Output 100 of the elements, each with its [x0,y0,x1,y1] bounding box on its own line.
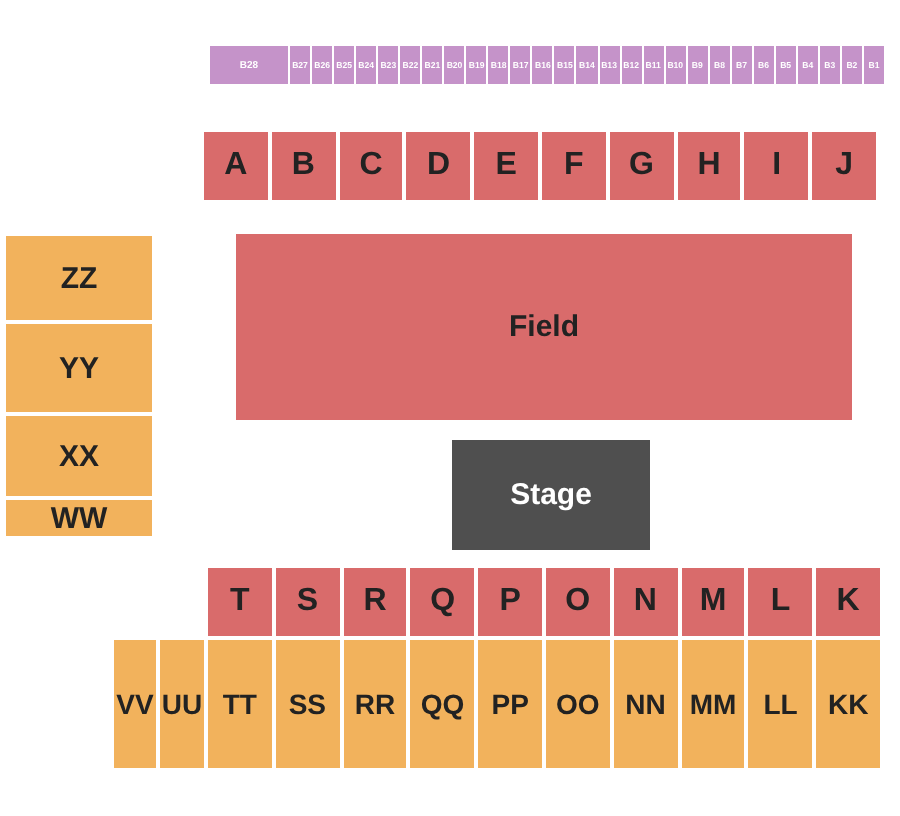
seating-section [6,324,152,412]
seating-section [271,132,336,200]
stage-area [452,440,650,550]
seating-section [665,46,686,84]
seating-section [406,132,471,200]
section-label: D [427,148,451,184]
seating-section [422,46,443,84]
section-label: L [770,584,791,620]
seating-section [204,132,268,200]
section-label: WW [50,501,108,535]
seating-section [863,46,884,84]
section-label: QQ [420,688,465,720]
seating-section [753,46,774,84]
section-label: C [359,148,383,184]
seating-section [312,46,333,84]
seating-section [613,640,678,768]
seating-section [775,46,796,84]
seating-section [731,46,752,84]
seating-section [841,46,862,84]
seating-section [160,640,204,768]
seating-section [576,46,597,84]
seating-section [6,236,152,320]
seating-section [546,640,610,768]
section-label: P [499,584,521,620]
section-label: VV [116,688,154,720]
seating-section [275,640,340,768]
section-label: A [224,148,248,184]
seating-section [410,640,475,768]
section-label: Field [508,310,579,344]
seating-section [687,46,708,84]
seating-section [816,568,880,636]
section-label: UU [161,688,203,720]
section-label: I [772,148,782,184]
seating-section [210,46,288,84]
section-label: N [633,584,657,620]
seating-section [744,132,809,200]
seating-section [290,46,311,84]
section-label: G [628,148,654,184]
section-label: O [565,584,591,620]
seating-section [812,132,876,200]
seating-section [400,46,421,84]
seating-section [343,640,407,768]
seating-section [208,640,272,768]
seating-section [6,500,152,536]
seating-section [478,568,542,636]
seating-section [613,568,678,636]
seating-section [819,46,840,84]
seating-section [334,46,355,84]
seating-section [816,640,880,768]
seating-section [444,46,465,84]
section-label: ZZ [60,261,98,295]
section-label: RR [354,688,396,720]
section-label: YY [58,351,99,385]
seating-section [609,132,674,200]
seating-section [797,46,818,84]
seating-section [643,46,664,84]
seating-section [378,46,399,84]
seating-section [748,568,813,636]
section-label: MM [689,688,737,720]
seating-section [510,46,531,84]
section-label: T [230,584,250,620]
seating-section [114,640,156,768]
seating-section [6,416,152,496]
section-label: NN [625,688,666,720]
seating-section [532,46,553,84]
section-label: K [836,584,860,620]
section-label: Q [430,584,456,620]
section-label: Stage [510,478,592,512]
seating-section [410,568,475,636]
section-label: J [835,148,854,184]
seating-section [677,132,741,200]
seating-section [554,46,575,84]
seating-section [621,46,642,84]
seating-section [681,568,745,636]
seating-section [339,132,403,200]
seating-section [681,640,745,768]
seating-section [599,46,620,84]
section-label: R [363,584,387,620]
section-label: KK [827,688,869,720]
section-label: F [564,148,584,184]
section-label: E [495,148,517,184]
seating-section [343,568,407,636]
section-label: OO [556,688,600,720]
section-label: S [296,584,319,620]
section-label: PP [491,688,529,720]
section-label: B [291,148,315,184]
seating-section [542,132,606,200]
field-area [236,234,852,420]
seating-section [275,568,340,636]
seating-section [208,568,272,636]
section-label: TT [222,688,257,720]
section-label: SS [288,688,327,720]
seating-section [466,46,487,84]
seating-section [488,46,509,84]
seating-section [546,568,610,636]
section-label: M [699,584,727,620]
section-label: H [697,148,721,184]
seating-section [474,132,538,200]
seating-section [356,46,377,84]
seating-section [478,640,542,768]
